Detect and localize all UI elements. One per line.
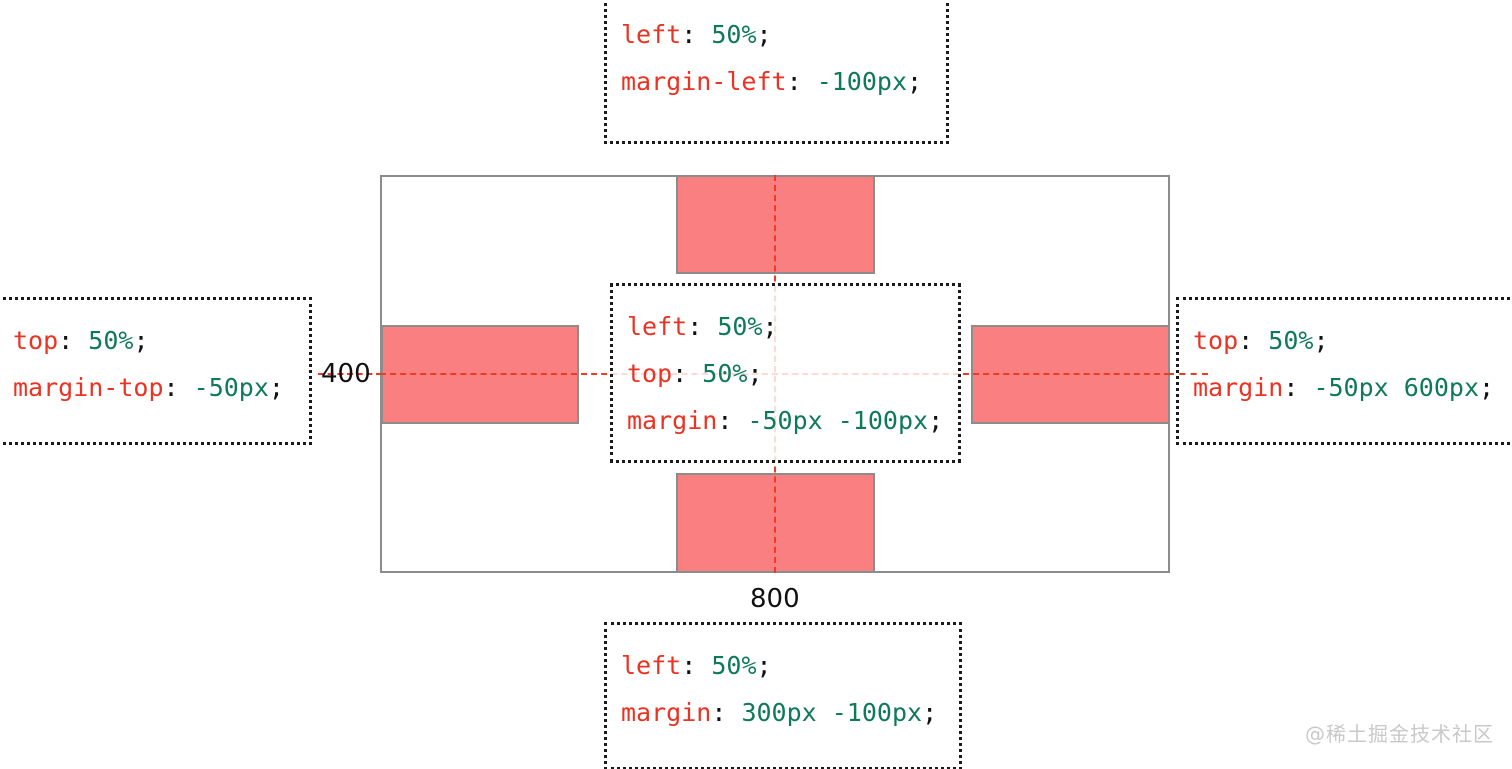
code-line: left: 50%;	[627, 314, 944, 339]
left-annotation: top: 50%; margin-top: -50px;	[0, 297, 312, 445]
code-line: left: 50%;	[621, 653, 945, 678]
code-colon: :	[711, 698, 727, 727]
code-colon: :	[681, 20, 697, 49]
code-property: left	[627, 312, 688, 341]
code-semicolon: ;	[747, 359, 763, 388]
code-value: 50%	[702, 359, 748, 388]
code-line: left: 50%;	[621, 22, 932, 47]
code-value: 50%	[711, 651, 757, 680]
code-property: top	[1193, 326, 1239, 355]
code-property: margin	[1193, 373, 1284, 402]
code-colon: :	[1283, 373, 1299, 402]
code-value: -100px	[816, 67, 908, 96]
code-colon: :	[163, 373, 179, 402]
code-value: -50px 600px	[1313, 373, 1480, 402]
code-value: 50%	[1268, 326, 1314, 355]
bottom-annotation: left: 50%; margin: 300px -100px;	[604, 622, 962, 769]
horizontal-guide-extension-left	[318, 373, 382, 375]
code-property: margin	[621, 698, 712, 727]
code-semicolon: ;	[922, 698, 938, 727]
code-semicolon: ;	[907, 67, 923, 96]
center-annotation: left: 50%; top: 50%; margin: -50px -100p…	[610, 283, 961, 463]
code-semicolon: ;	[1479, 373, 1495, 402]
code-colon: :	[687, 312, 703, 341]
code-semicolon: ;	[762, 312, 778, 341]
code-semicolon: ;	[928, 406, 944, 435]
code-value: 300px -100px	[741, 698, 923, 727]
code-value: -50px -100px	[747, 406, 929, 435]
code-value: 50%	[88, 326, 134, 355]
code-property: top	[13, 326, 59, 355]
code-property: left	[621, 20, 682, 49]
code-line: top: 50%;	[1193, 328, 1499, 353]
code-line: margin: 300px -100px;	[621, 700, 945, 725]
code-colon: :	[786, 67, 802, 96]
top-annotation: left: 50%; margin-left: -100px;	[604, 0, 949, 144]
code-colon: :	[717, 406, 733, 435]
code-colon: :	[672, 359, 688, 388]
code-line: margin-left: -100px;	[621, 69, 932, 94]
code-line: top: 50%;	[13, 328, 295, 353]
code-property: margin	[627, 406, 718, 435]
code-semicolon: ;	[756, 651, 772, 680]
code-property: margin-top	[13, 373, 164, 402]
horizontal-guide-extension-right	[1168, 373, 1208, 375]
code-semicolon: ;	[756, 20, 772, 49]
container-height-label: 400	[321, 359, 371, 389]
right-annotation: top: 50%; margin: -50px 600px;	[1176, 297, 1512, 445]
code-line: margin-top: -50px;	[13, 375, 295, 400]
code-colon: :	[58, 326, 74, 355]
code-value: 50%	[717, 312, 763, 341]
code-property: left	[621, 651, 682, 680]
code-value: 50%	[711, 20, 757, 49]
code-value: -50px	[193, 373, 269, 402]
code-semicolon: ;	[1313, 326, 1329, 355]
code-colon: :	[1238, 326, 1254, 355]
code-line: margin: -50px -100px;	[627, 408, 944, 433]
code-property: margin-left	[621, 67, 787, 96]
watermark: @稀土掘金技术社区	[1305, 722, 1494, 746]
code-line: top: 50%;	[627, 361, 944, 386]
code-semicolon: ;	[133, 326, 149, 355]
container-width-label: 800	[750, 584, 800, 614]
code-line: margin: -50px 600px;	[1193, 375, 1499, 400]
code-property: top	[627, 359, 673, 388]
code-semicolon: ;	[268, 373, 284, 402]
code-colon: :	[681, 651, 697, 680]
